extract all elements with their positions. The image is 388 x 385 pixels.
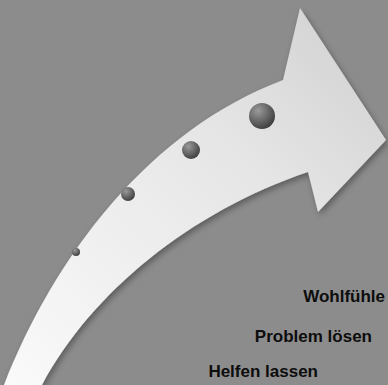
step-dot — [249, 103, 275, 129]
step-label: Helfen lassen — [208, 362, 318, 382]
step-dot — [182, 141, 200, 159]
step-label: Wohlfühle — [303, 287, 385, 307]
step-dot — [72, 248, 80, 256]
step-dot — [121, 187, 135, 201]
arrow-shape — [4, 8, 386, 385]
step-label: Problem lösen — [255, 327, 372, 347]
